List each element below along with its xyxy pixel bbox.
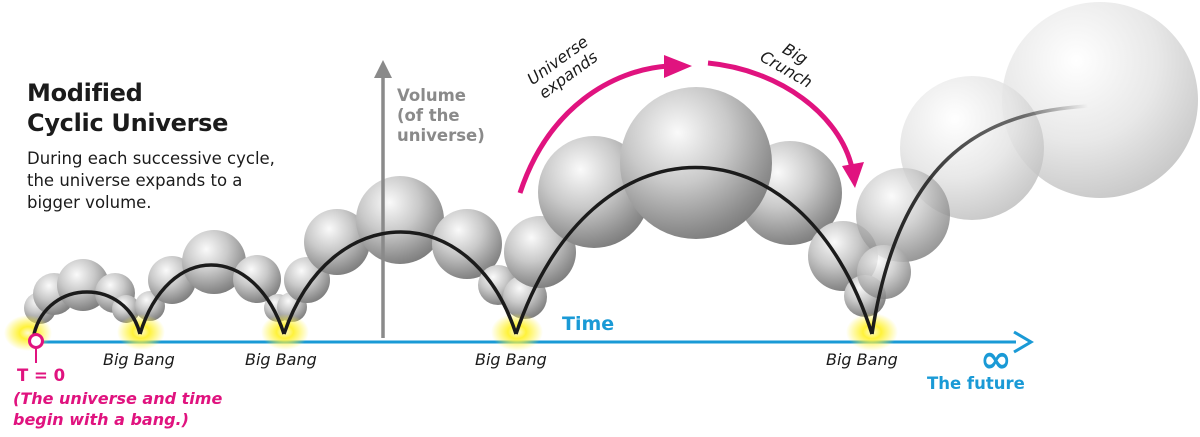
description-line: the universe expands to a	[27, 171, 243, 190]
big-bang-label: Big Bang	[475, 350, 547, 369]
volume-label-line: Volume	[397, 86, 466, 105]
description-line: bigger volume.	[27, 193, 152, 212]
sphere	[304, 209, 370, 275]
big-bang-label: Big Bang	[245, 350, 317, 369]
sphere	[620, 87, 772, 239]
cycle-arc-4	[514, 165, 874, 335]
cycle-arc-1	[32, 290, 142, 335]
future-spheres	[856, 2, 1198, 299]
volume-axis-label: Volume (of the universe)	[397, 86, 485, 146]
sphere	[856, 168, 950, 262]
big-bang-label: Big Bang	[103, 350, 175, 369]
cycle-2-spheres	[135, 230, 292, 322]
t-zero-marker	[28, 333, 44, 363]
future-arc	[870, 104, 1089, 335]
sphere	[432, 209, 502, 279]
time-axis-label: Time	[562, 313, 615, 335]
sphere	[356, 176, 444, 264]
expands-arrow	[517, 63, 669, 194]
t-zero-note-line: (The universe and time	[13, 389, 223, 408]
cycle-4-spheres	[503, 87, 886, 319]
volume-axis	[374, 60, 392, 338]
t-zero-note: (The universe and time begin with a bang…	[13, 388, 222, 430]
cycle-arc-3	[282, 230, 518, 335]
crunch-arrow	[707, 60, 855, 169]
big-bang-label: Big Bang	[826, 350, 898, 369]
sphere	[1002, 2, 1198, 198]
big-bang-bursts	[4, 313, 898, 351]
cycle-1-spheres	[24, 259, 140, 324]
sphere	[182, 230, 246, 294]
description-line: During each successive cycle,	[27, 149, 275, 168]
volume-label-line: (of the	[397, 106, 460, 125]
volume-label-line: universe)	[397, 126, 485, 145]
page-title: Modified Cyclic Universe	[27, 78, 228, 138]
future-label: The future	[927, 374, 1025, 393]
infinity-icon: ∞	[980, 337, 1012, 381]
big-bang-burst	[4, 315, 52, 351]
title-line: Modified	[27, 79, 143, 107]
t-zero-label: T = 0	[17, 366, 66, 385]
t-zero-note-line: begin with a bang.)	[13, 410, 189, 429]
description: During each successive cycle, the univer…	[27, 148, 327, 214]
expand-crunch-arrows	[517, 55, 864, 194]
title-line: Cyclic Universe	[27, 109, 229, 137]
cycle-arcs	[32, 165, 874, 335]
sphere	[233, 255, 281, 303]
cycle-arc-2	[138, 263, 286, 335]
